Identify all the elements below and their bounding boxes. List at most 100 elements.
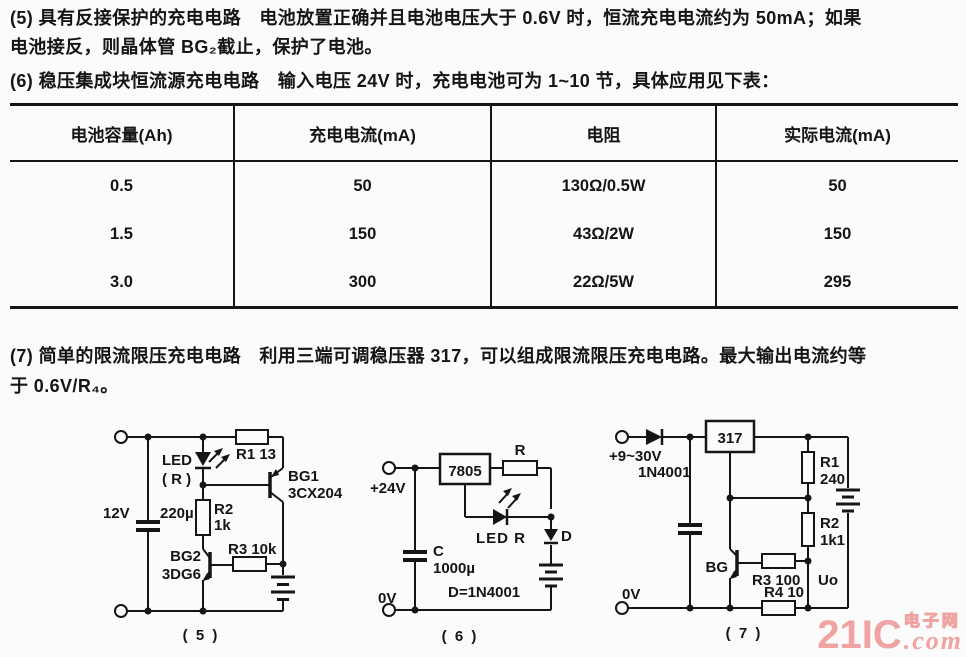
junction-dots [144, 433, 287, 615]
bg-emitter-arrow [730, 571, 737, 579]
label-r3: R3 10k [228, 541, 277, 558]
label-7805: 7805 [448, 463, 481, 480]
label-led: LED [162, 452, 192, 469]
column-header-actual-current: 实际电流(mA) [715, 106, 958, 160]
cell-resistance: 43Ω/2W [490, 210, 715, 258]
table-row: 3.0 300 22Ω/5W 295 [10, 258, 958, 306]
label-1n4001: 1N4001 [638, 464, 691, 481]
label-c-value: 1000µ [433, 560, 475, 577]
label-bg2-type: 3DG6 [162, 566, 201, 583]
label-d-type: D=1N4001 [448, 584, 520, 601]
bg2-emitter-arrow [203, 573, 210, 581]
label-r3: R3 100 [752, 572, 800, 589]
diode-1n4001 [646, 429, 664, 445]
column-header-resistance: 电阻 [490, 106, 715, 160]
label-bg2: BG2 [170, 548, 201, 565]
label-r1: R1 [820, 454, 839, 471]
cell-actual-current: 150 [715, 210, 958, 258]
cell-capacity: 0.5 [110, 176, 133, 195]
resistor-r3 [761, 553, 796, 569]
circuit-5-resistors [195, 429, 269, 572]
cell-charge-current: 300 [233, 258, 490, 306]
circuit-7-diagram: +9~30V 1N4001 317 R1 240 R2 1k1 BG R3 10… [609, 419, 860, 642]
figure-caption-6: ( 6 ) [442, 628, 479, 645]
paragraph-5-line-1: (5) 具有反接保护的充电电路 电池放置正确并且电池电压大于 0.6V 时，恒流… [10, 8, 862, 28]
regulator-317-box [704, 419, 756, 454]
battery-symbol [836, 488, 860, 513]
label-r4: R4 10 [764, 584, 804, 601]
battery-charging-table: 电池容量(Ah) 充电电流(mA) 电阻 实际电流(mA) 0.5 50 130… [10, 103, 958, 309]
label-bg1-type: 3CX204 [288, 485, 343, 502]
battery-symbol [539, 563, 563, 588]
resistor-r4 [761, 600, 796, 616]
paragraph-5-line-2: 电池接反，则晶体管 BG₂截止，保护了电池。 [10, 37, 383, 57]
label-bg1: BG1 [288, 468, 319, 485]
figure-caption-7: ( 7 ) [726, 625, 763, 642]
terminal-bottom [114, 604, 128, 618]
table-row: 0.5 50 130Ω/0.5W 50 [10, 162, 958, 210]
label-input-voltage: +9~30V [609, 448, 662, 465]
paragraph-7-line-1: (7) 简单的限流限压充电电路 利用三端可调稳压器 317，可以组成限流限压充电… [10, 346, 867, 366]
label-d: D [561, 528, 572, 545]
table-header-row: 电池容量(Ah) 充电电流(mA) 电阻 实际电流(mA) [10, 106, 958, 162]
cell-actual-current: 295 [715, 258, 958, 306]
cell-resistance: 130Ω/0.5W [490, 162, 715, 210]
label-r2: R2 [820, 515, 839, 532]
circuit-7-resistors [761, 451, 815, 616]
cell-capacity: 3.0 [110, 272, 133, 291]
figure-caption-5: ( 5 ) [183, 627, 220, 644]
cell-actual-current: 50 [715, 162, 958, 210]
bg1-emitter-arrow [271, 469, 279, 477]
watermark-site-name: 电子网 [903, 612, 961, 630]
column-header-charge-current: 充电电流(mA) [233, 106, 490, 160]
label-led-r: LED R [476, 530, 526, 547]
label-r2-val: 1k1 [820, 532, 845, 549]
led-symbol [493, 488, 521, 525]
resistor-r2 [195, 499, 211, 536]
label-317: 317 [717, 430, 742, 447]
cell-charge-current: 150 [233, 210, 490, 258]
label-c: C [433, 543, 444, 560]
label-plus24v: +24V [370, 480, 405, 497]
label-12v: 12V [103, 505, 130, 522]
column-header-battery-capacity: 电池容量(Ah) [70, 125, 173, 145]
label-0v: 0V [622, 586, 640, 603]
diode-d [544, 529, 558, 545]
resistor-r2 [801, 512, 815, 547]
label-r: R [515, 442, 526, 459]
label-220u: 220µ [160, 505, 194, 522]
battery-symbol [271, 575, 295, 601]
table-row: 1.5 150 43Ω/2W 150 [10, 210, 958, 258]
cell-capacity: 1.5 [110, 224, 133, 243]
label-r2: R2 [214, 501, 233, 518]
regulator-7805-box [438, 452, 492, 486]
watermark-brand: 21IC [817, 613, 902, 657]
label-r1: R1 13 [236, 446, 276, 463]
paragraph-6-line-1: (6) 稳压集成块恒流源充电电路 输入电压 24V 时，充电电池可为 1~10 … [10, 71, 780, 91]
junction-dots [686, 433, 812, 612]
cell-charge-current: 50 [233, 162, 490, 210]
resistor-r1 [801, 451, 815, 484]
junction-dots [411, 464, 555, 614]
circuit-5-diagram: 12V 220µ LED ( R ) R1 13 R2 1k BG2 3DG6 … [103, 429, 343, 644]
terminal-0v [615, 601, 629, 615]
label-r2-val: 1k [214, 517, 231, 534]
led-symbol [195, 448, 230, 470]
capacitor-1000u [403, 550, 427, 562]
resistor-r3 [232, 556, 267, 572]
label-led-r: ( R ) [162, 471, 191, 488]
capacitor-input [678, 523, 702, 535]
resistor-r [502, 460, 538, 476]
watermark-domain: .com [903, 625, 963, 655]
label-r1-val: 240 [820, 471, 845, 488]
resistor-r1 [235, 429, 269, 445]
label-bg: BG [706, 559, 729, 576]
terminal-top [114, 430, 128, 444]
terminal-input [615, 430, 629, 444]
paragraph-7-line-2: 于 0.6V/R₄。 [10, 376, 119, 396]
terminal-plus24v [382, 461, 396, 475]
label-0v: 0V [378, 590, 396, 607]
label-uo: Uo [818, 572, 838, 589]
watermark-21ic: 21IC 电子网 .com [817, 612, 963, 657]
